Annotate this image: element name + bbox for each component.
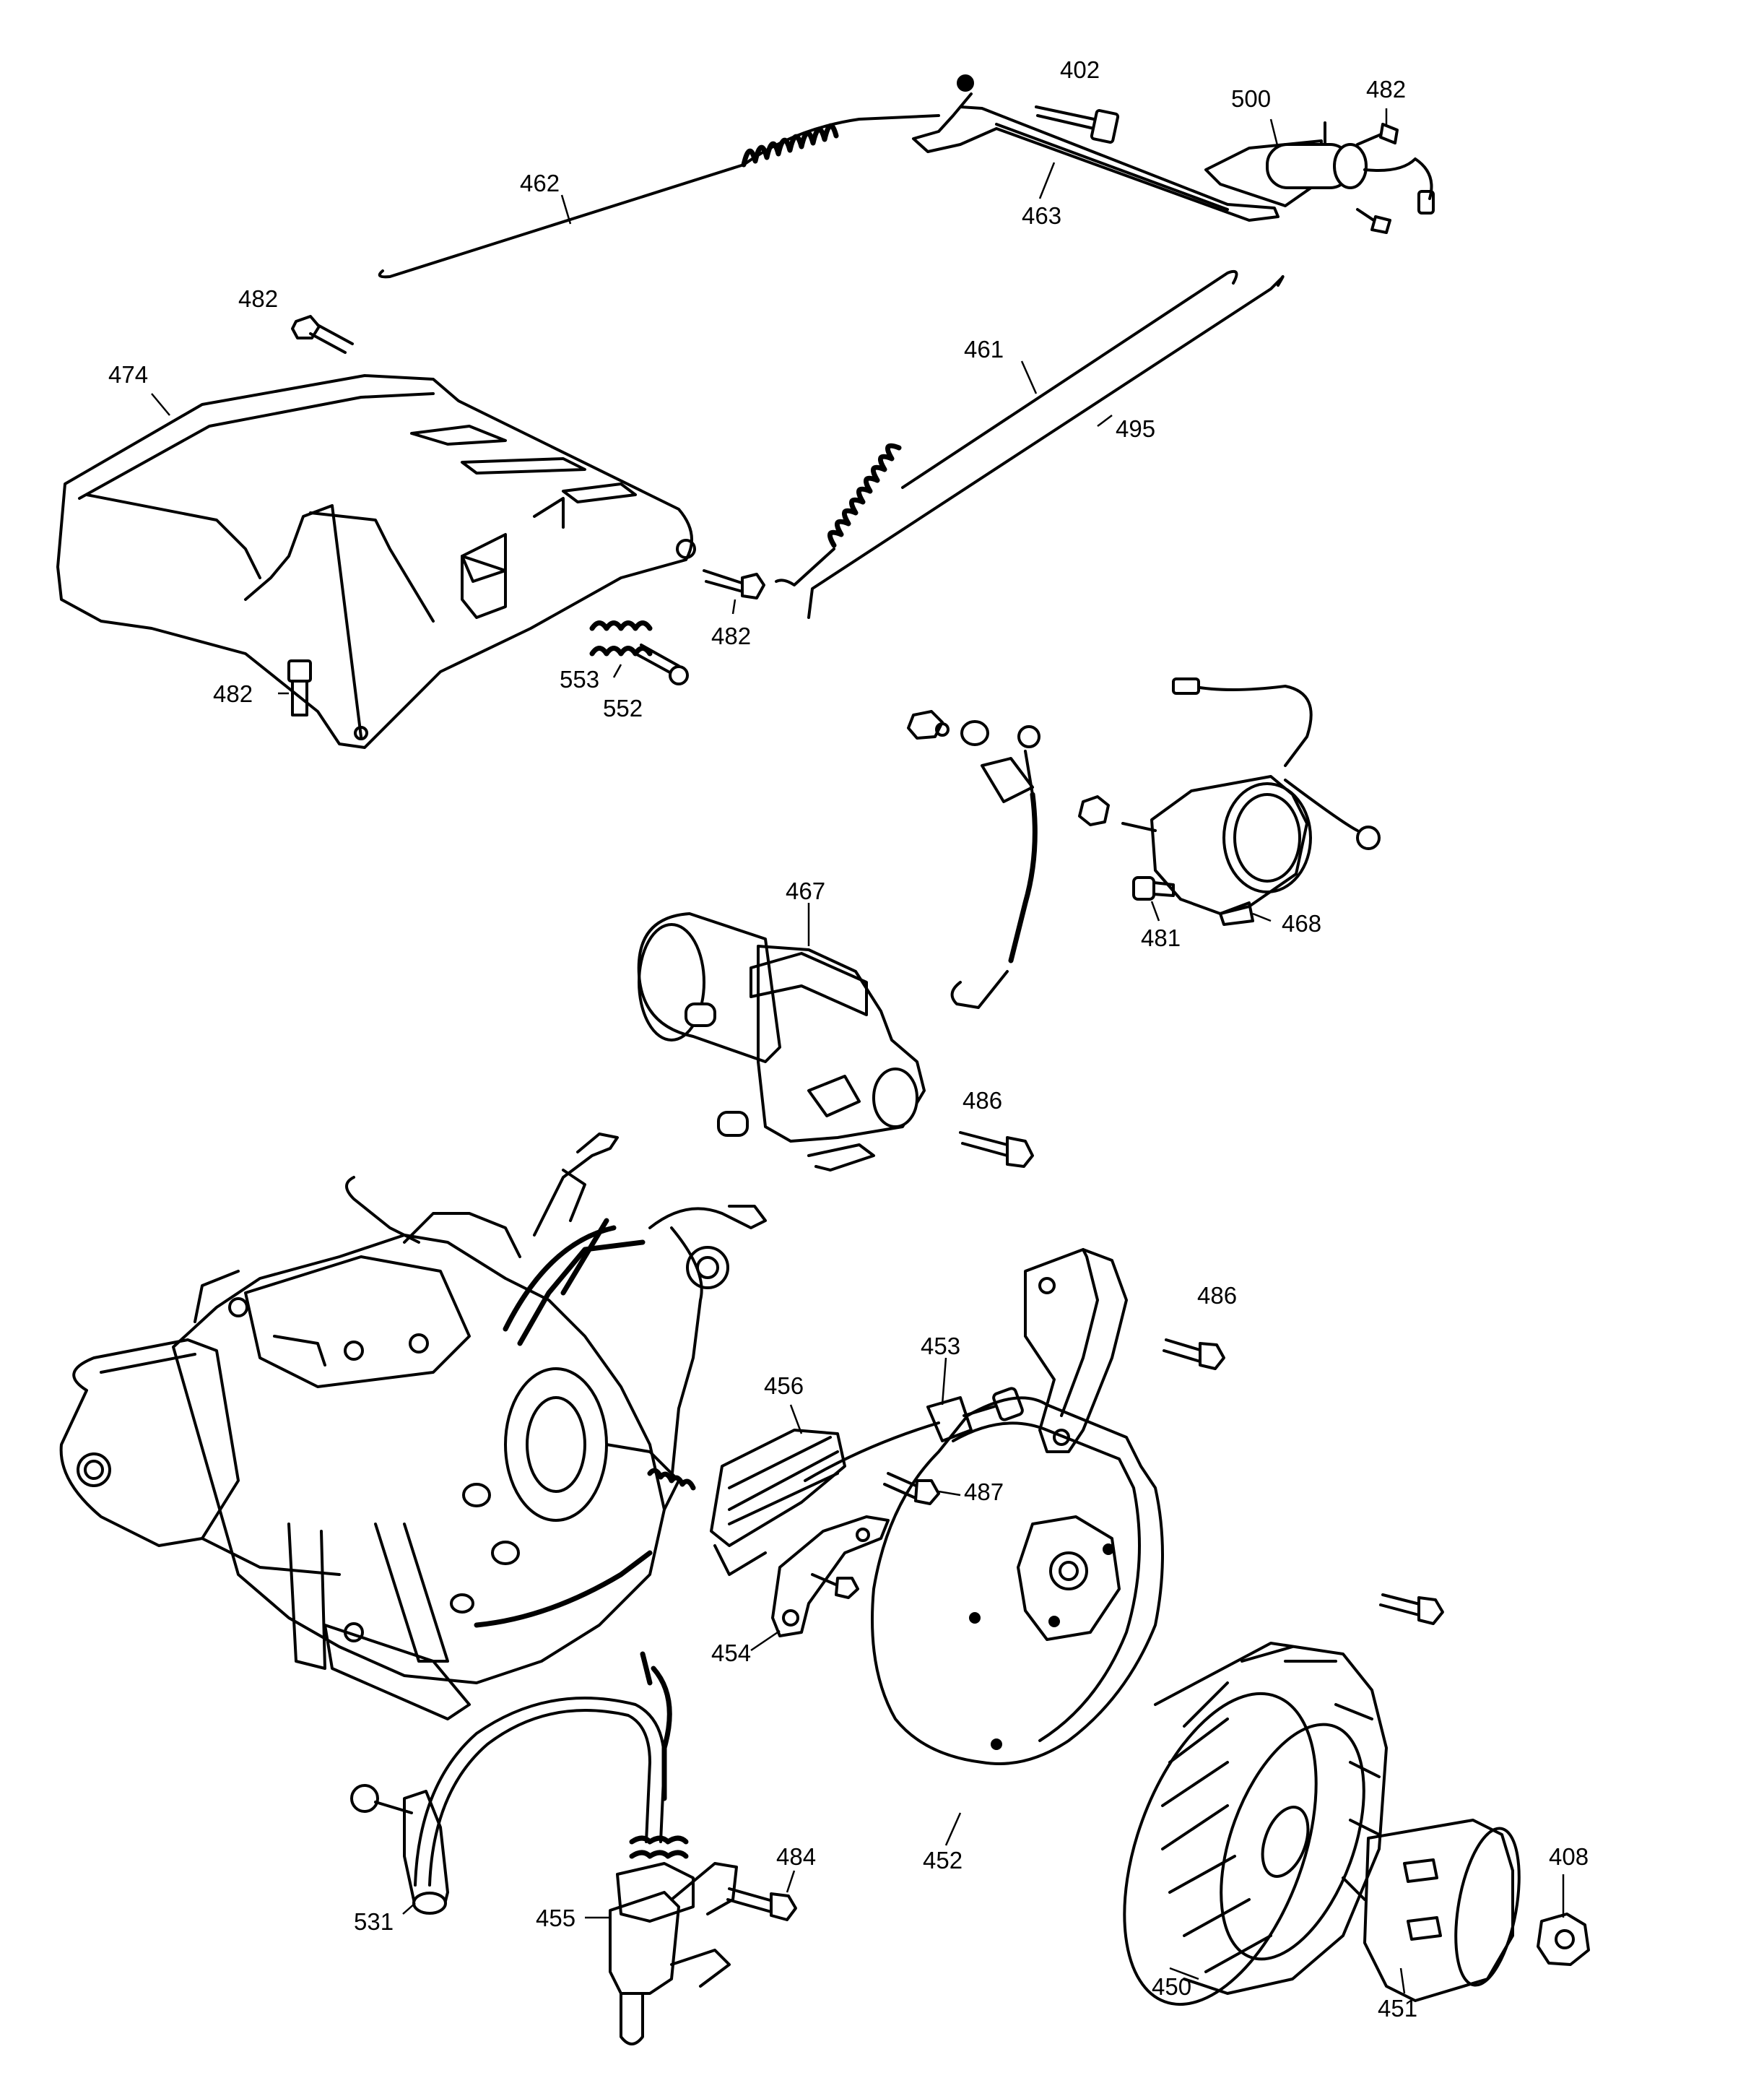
callout-482: 482 (213, 680, 253, 707)
part-450-flywheel-fan (1123, 1642, 1388, 2006)
part-531-spark-plug-boot (350, 1651, 672, 1915)
callout-455: 455 (536, 1905, 575, 1931)
callout-474: 474 (108, 361, 148, 388)
part-487-bolt (811, 1472, 940, 1599)
engine-block-assembly (59, 1133, 767, 1720)
callout-481: 481 (1141, 924, 1181, 951)
leader-lines (151, 108, 1565, 1994)
callout-482: 482 (1366, 76, 1406, 103)
part-456-charging-coil (710, 1429, 846, 1576)
part-552-screw (634, 644, 689, 685)
part-474-control-plate-cover (56, 374, 696, 749)
callout-467: 467 (786, 878, 825, 904)
part-467-electric-starter-motor (637, 912, 926, 1172)
callout-495: 495 (1116, 415, 1155, 442)
callout-468: 468 (1282, 910, 1321, 937)
callout-451: 451 (1378, 1995, 1417, 2022)
callout-531: 531 (354, 1908, 394, 1935)
callout-402: 402 (1060, 56, 1100, 83)
callout-487: 487 (964, 1478, 1004, 1505)
part-553-spring (589, 620, 653, 657)
callout-408: 408 (1549, 1843, 1589, 1870)
part-454-coil-bracket (771, 1515, 890, 1637)
callout-482: 482 (711, 623, 751, 649)
part-482-bolt-top-right (1356, 123, 1399, 234)
callout-452: 452 (923, 1847, 963, 1874)
part-482-bolt-lower-left (287, 659, 312, 716)
callout-462: 462 (520, 170, 560, 196)
callout-484: 484 (776, 1843, 816, 1870)
callout-461: 461 (964, 336, 1004, 363)
part-452-alternator-housing (871, 1396, 1164, 1765)
callout-486: 486 (1197, 1282, 1237, 1309)
part-486-bolt-bracket (1163, 1338, 1225, 1370)
callout-453: 453 (921, 1333, 960, 1359)
part-484-bolt (726, 1887, 797, 1921)
part-468-starter-solenoid (1078, 677, 1381, 926)
callout-486: 486 (963, 1087, 1002, 1114)
starter-cable (907, 710, 1040, 1009)
part-463-throttle-bracket (912, 92, 1279, 222)
part-451-starter-cup (1363, 1819, 1521, 2002)
callout-552: 552 (603, 695, 643, 722)
callout-456: 456 (764, 1372, 804, 1399)
part-402-bolt (957, 74, 1120, 144)
part-408-flywheel-nut (1537, 1913, 1590, 1966)
part-495-choke-rod (807, 275, 1285, 619)
callout-450: 450 (1152, 1973, 1191, 2000)
part-455-ignition-module (609, 1835, 738, 2045)
part-481-screw (1132, 876, 1175, 901)
callout-500: 500 (1231, 85, 1271, 112)
callout-553: 553 (560, 666, 599, 693)
part-461-governor-spring-rod (775, 269, 1238, 586)
callout-labels: 402 500 482 462 463 482 474 461 495 482 … (108, 56, 1589, 2022)
callout-482: 482 (238, 285, 278, 312)
part-500-choke-solenoid (1204, 121, 1435, 215)
part-482-bolt-plate-right (703, 569, 765, 599)
part-486-bolt-starter (959, 1131, 1034, 1168)
callout-454: 454 (711, 1640, 751, 1666)
callout-463: 463 (1022, 202, 1061, 229)
part-482-bolt-upper-left (291, 315, 354, 354)
part-486-bracket-upper (1024, 1248, 1128, 1453)
part-bolt-fan (1379, 1593, 1444, 1625)
part-462-throttle-spring-rod (378, 114, 940, 279)
